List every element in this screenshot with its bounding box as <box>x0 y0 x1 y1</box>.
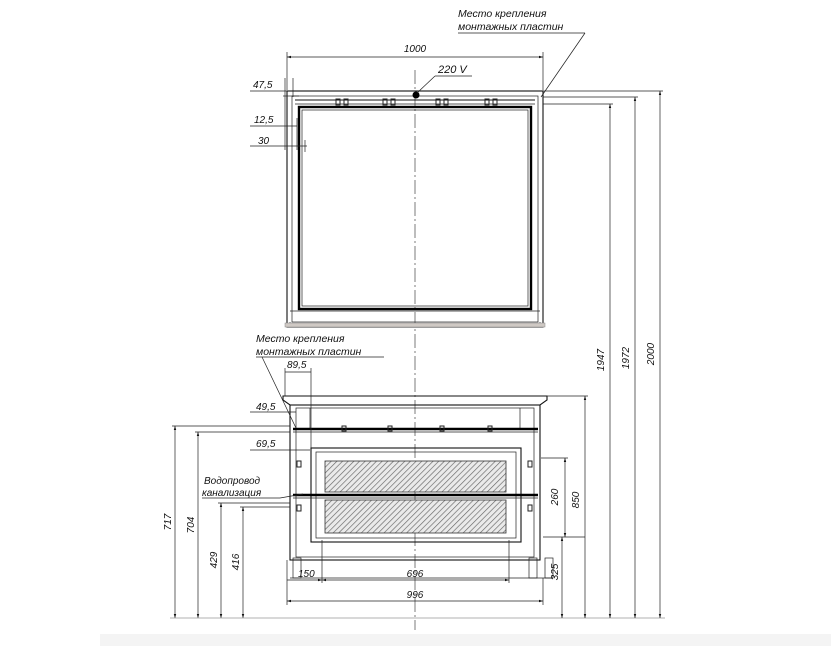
water-line1: Водопровод <box>204 476 261 487</box>
label-49-5: 49,5 <box>256 402 276 413</box>
label-12-5: 12,5 <box>254 115 274 126</box>
dim-left-heights: 717 704 429 416 <box>163 425 290 618</box>
power-socket-marker <box>412 91 420 99</box>
label-429: 429 <box>209 551 220 568</box>
label-2000: 2000 <box>646 342 657 366</box>
label-717: 717 <box>163 513 174 530</box>
label-325: 325 <box>550 563 561 580</box>
label-150: 150 <box>298 569 315 580</box>
mount-mid-line1: Место крепления <box>256 333 345 345</box>
label-416: 416 <box>231 553 242 570</box>
dim-mirror-width: 1000 <box>286 44 544 90</box>
dim-mirror-left: 47,5 12,5 30 <box>250 78 307 152</box>
footer-band <box>100 634 831 646</box>
water-callout: Водопровод канализация <box>202 476 304 499</box>
dim-vanity-left-top: 89,5 49,5 69,5 <box>250 360 312 451</box>
dim-bottom: 150 696 996 <box>286 540 544 605</box>
label-996: 996 <box>407 590 424 601</box>
label-260: 260 <box>550 488 561 506</box>
water-line2: канализация <box>202 488 262 499</box>
mount-callout-top: Место крепления монтажных пластин <box>458 8 586 98</box>
mounting-plate-marks <box>335 98 498 106</box>
mount-callout-mid: Место крепления монтажных пластин <box>256 333 384 429</box>
mount-top-line1: Место крепления <box>458 8 547 20</box>
label-696: 696 <box>407 569 424 580</box>
label-850: 850 <box>571 491 582 508</box>
label-704: 704 <box>186 516 197 533</box>
label-69-5: 69,5 <box>256 439 276 450</box>
label-1972: 1972 <box>621 346 632 369</box>
label-220v: 220 V <box>437 64 468 76</box>
label-30: 30 <box>258 136 270 147</box>
label-1947: 1947 <box>596 348 607 371</box>
mirror <box>284 90 546 328</box>
label-47-5: 47,5 <box>253 80 273 91</box>
vanity <box>282 395 554 579</box>
dim-right-heights: 260 850 325 1947 1972 2000 <box>541 90 663 618</box>
label-1000: 1000 <box>404 44 427 55</box>
mount-top-line2: монтажных пластин <box>458 21 564 33</box>
power-callout: 220 V <box>416 64 472 94</box>
mount-mid-line2: монтажных пластин <box>256 346 362 358</box>
label-89-5: 89,5 <box>287 360 307 371</box>
